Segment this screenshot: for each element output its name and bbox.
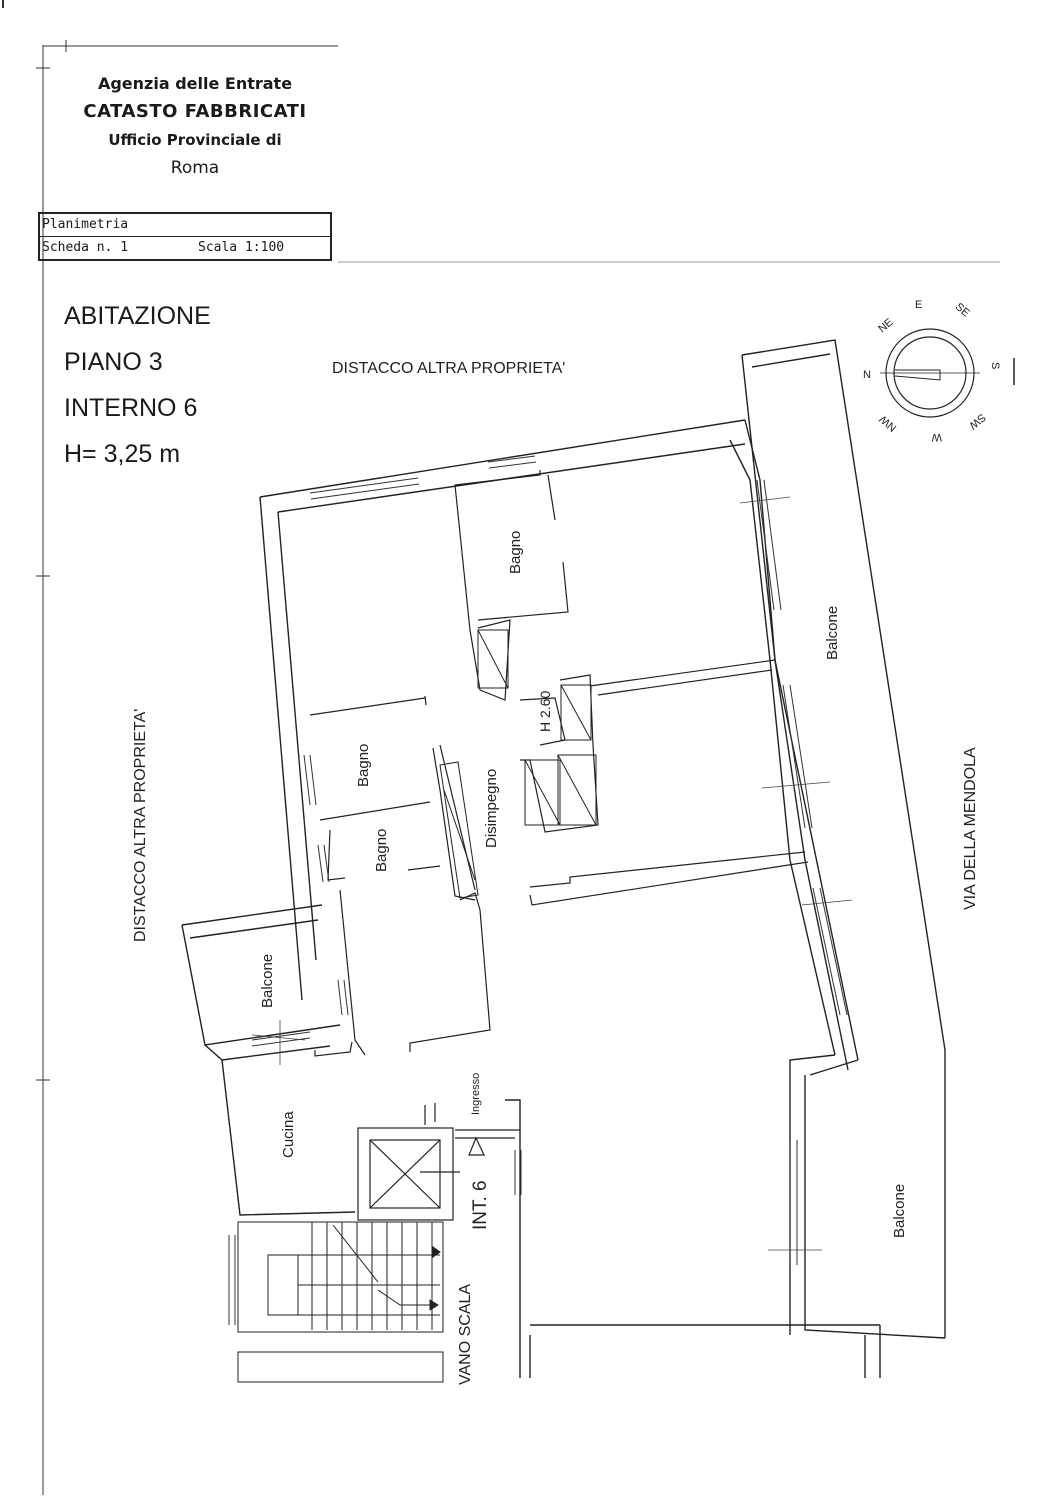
unit-number: INTERNO 6 <box>64 394 198 422</box>
balcony-west-label: Balcone <box>259 954 276 1008</box>
balcony-east-label: Balcone <box>824 606 841 660</box>
registry-name: CATASTO FABBRICATI <box>83 101 307 122</box>
office-city: Roma <box>170 158 220 178</box>
compass-nw: NW <box>877 412 899 433</box>
compass-s: S <box>989 362 1001 369</box>
window-ticks <box>251 496 853 1251</box>
bathroom-1-label: Bagno <box>507 531 524 574</box>
interior-walls <box>309 470 809 1139</box>
top-boundary-label: DISTACCO ALTRA PROPRIETA' <box>332 360 565 377</box>
compass-labels: N NE E SE S SW W NW <box>863 299 1001 443</box>
compass-n: N <box>863 369 871 381</box>
compass-se: SE <box>953 301 972 320</box>
unit-floor: PIANO 3 <box>64 348 163 376</box>
compass <box>880 328 1015 418</box>
form-scale: Scala 1:100 <box>198 240 285 255</box>
windows <box>228 455 848 1325</box>
unit-info: ABITAZIONE PIANO 3 INTERNO 6 H= 3,25 m <box>64 296 211 480</box>
agency-header: Agenzia delle Entrate CATASTO FABBRICATI… <box>40 70 350 182</box>
compass-ne: NE <box>876 316 895 335</box>
hallway-label: Disimpegno <box>483 769 500 848</box>
page-frame <box>2 0 1000 1495</box>
compass-e: E <box>915 299 922 311</box>
unit-marker-label: INT. 6 <box>470 1180 491 1230</box>
kitchen-label: Cucina <box>280 1111 297 1158</box>
form-box: Planimetria Scheda n. 1 Scala 1:100 <box>38 212 332 261</box>
stairwell-label: VANO SCALA <box>457 1284 474 1385</box>
entrance-arrow <box>468 1136 485 1156</box>
entrance-label: Ingresso <box>470 1073 482 1115</box>
compass-sw: SW <box>966 411 988 432</box>
closets <box>439 629 597 899</box>
unit-type: ABITAZIONE <box>64 302 211 330</box>
left-boundary-label: DISTACCO ALTRA PROPRIETA' <box>132 709 149 942</box>
unit-height: H= 3,25 m <box>64 440 181 468</box>
stairwell <box>237 1221 444 1383</box>
bathroom-3-label: Bagno <box>373 829 390 872</box>
office-name: Ufficio Provinciale di <box>108 131 282 149</box>
compass-w: W <box>931 431 942 443</box>
bathroom-2-label: Bagno <box>355 744 372 787</box>
agency-name: Agenzia delle Entrate <box>97 74 293 93</box>
ceiling-height-label: H 2.60 <box>537 691 553 732</box>
balcony-south-label: Balcone <box>891 1184 908 1238</box>
street-label: VIA DELLA MENDOLA <box>962 747 979 910</box>
form-sheet: Scheda n. 1 <box>42 240 129 255</box>
form-title: Planimetria <box>40 214 330 237</box>
elevator <box>357 1127 460 1221</box>
